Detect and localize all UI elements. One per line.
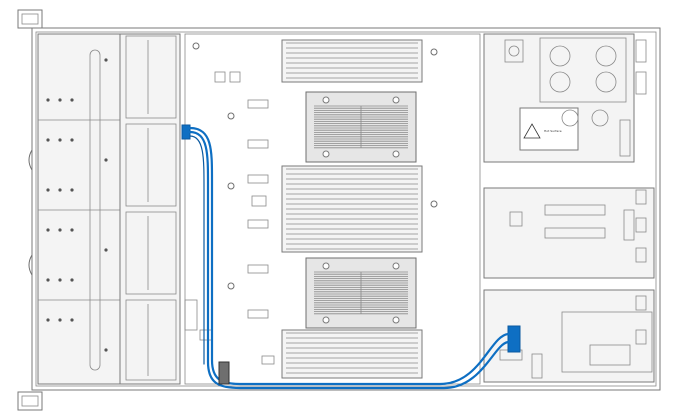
- chassis-inner-outline: [35, 31, 657, 387]
- mb-left-connectors: [184, 71, 275, 365]
- riser-card-middle: [483, 187, 655, 279]
- front-drive-cage: [28, 33, 121, 385]
- cable-clip: [218, 361, 230, 385]
- cable-connector-front: [181, 124, 191, 140]
- fan-bay: [119, 33, 181, 385]
- cpu1-heatsink: [305, 91, 417, 163]
- dimm-bank-bottom: [281, 329, 423, 379]
- dimm-bank-middle: [281, 165, 423, 253]
- power-supply-top: Hot Surface: [483, 33, 635, 163]
- dimm-bank-top: [281, 39, 423, 83]
- cable-connector-rear: [507, 325, 521, 353]
- psu-warning-label: Hot Surface: [544, 129, 562, 133]
- cpu2-heatsink: [305, 257, 417, 329]
- left-rack-ear-bottom: [17, 391, 43, 411]
- left-rack-ear-top: [17, 9, 43, 29]
- rear-io-slots: [635, 39, 647, 345]
